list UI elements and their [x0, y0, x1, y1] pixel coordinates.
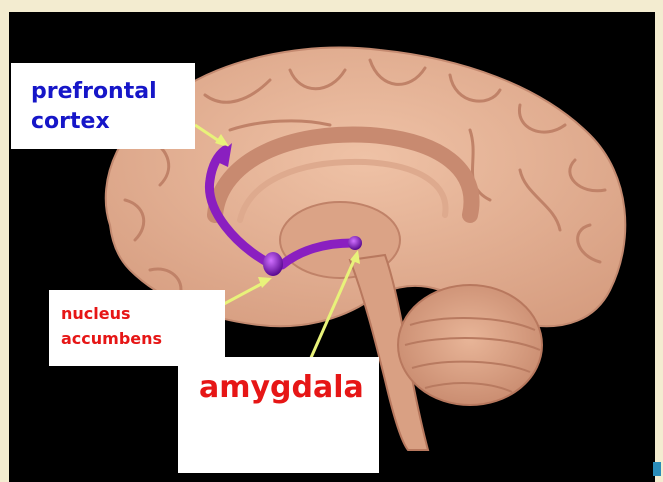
cerebellum [398, 285, 542, 405]
amygdala-label: amygdala [199, 365, 369, 411]
corner-marker-icon [653, 462, 661, 476]
label-box-amygdala: amygdala [178, 357, 379, 473]
label-box-prefrontal: prefrontal cortex [11, 63, 195, 149]
label-box-nucleus-accumbens: nucleus accumbens [49, 290, 225, 366]
prefrontal-cortex-label: prefrontal cortex [31, 77, 191, 137]
amygdala-marker [348, 236, 362, 250]
nucleus-accumbens-label: nucleus accumbens [61, 301, 221, 351]
nucleus-accumbens-marker [263, 252, 283, 276]
